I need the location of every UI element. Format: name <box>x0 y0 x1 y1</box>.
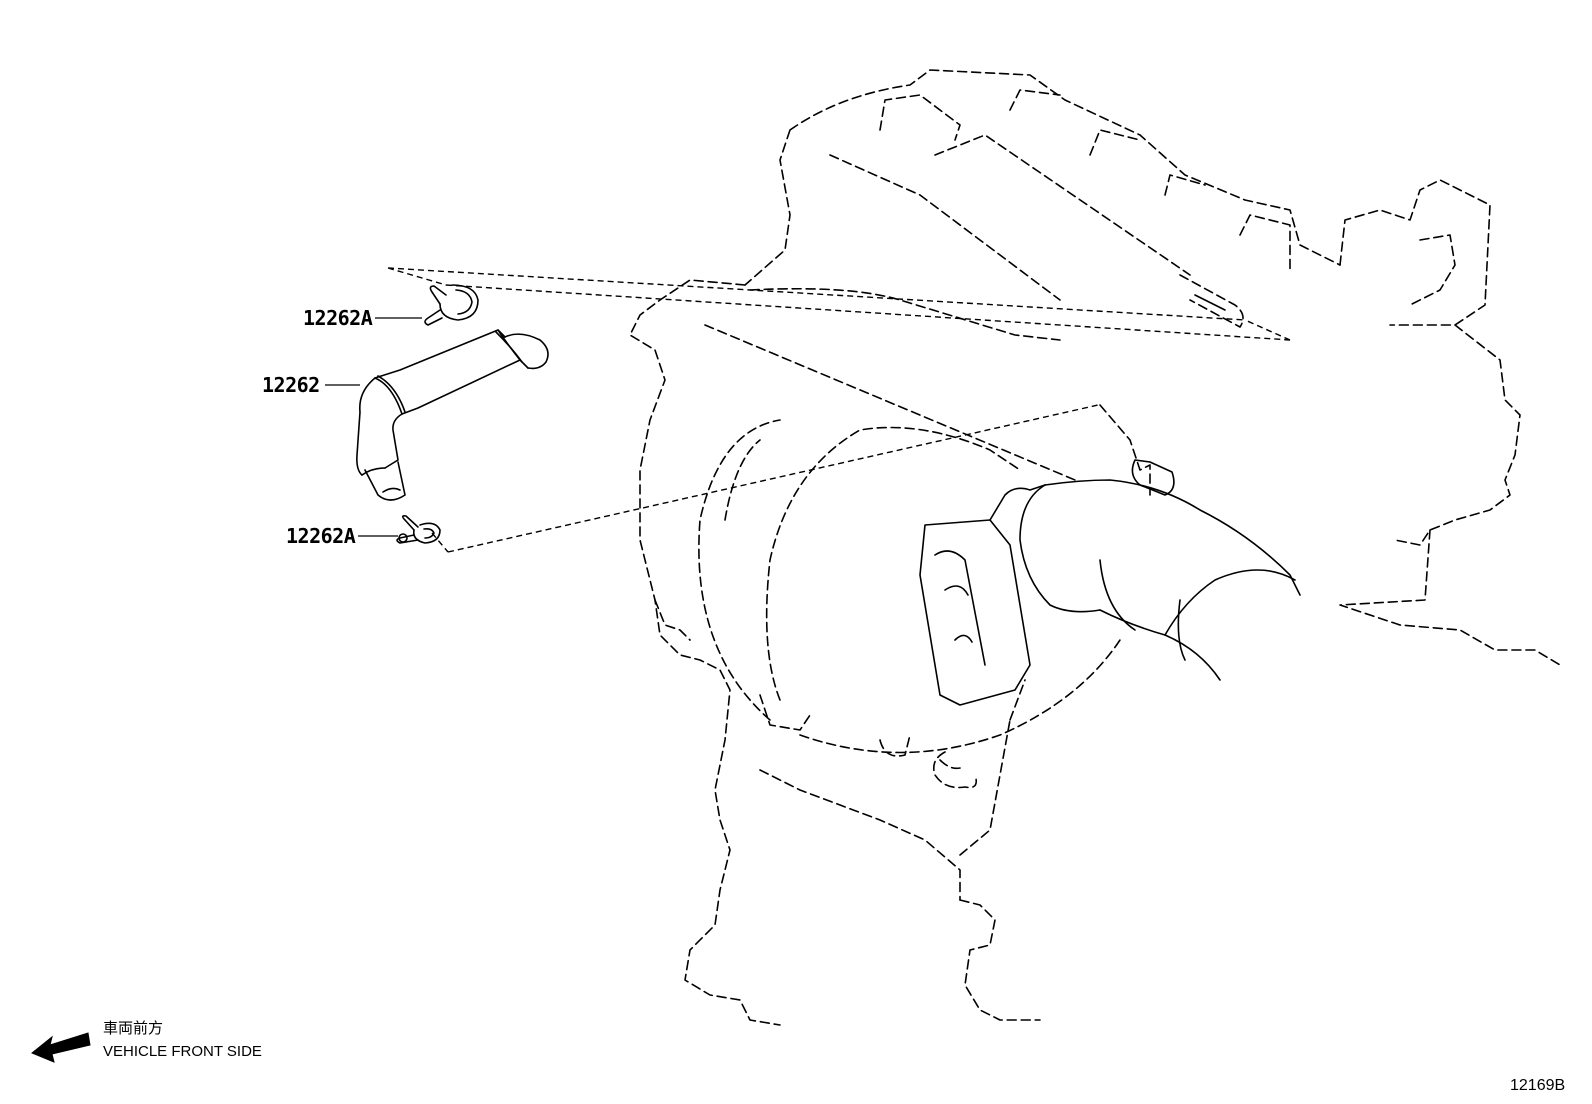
ventilation-hose <box>356 329 549 501</box>
callout-clip-bottom: 12262A <box>286 524 356 548</box>
callout-clip-top: 12262A <box>303 306 373 330</box>
orientation-japanese: 車両前方 <box>103 1020 163 1037</box>
orientation-english: VEHICLE FRONT SIDE <box>103 1043 262 1060</box>
hose-clip-top <box>424 284 479 326</box>
hose-clip-bottom <box>396 515 441 544</box>
figure-number: 12169B <box>1510 1077 1565 1094</box>
engine-outline <box>629 69 1561 1026</box>
water-inlet-housing <box>919 459 1301 706</box>
locator-lines <box>387 267 1291 553</box>
arrow-left-icon <box>31 1032 91 1063</box>
callout-hose: 12262 <box>262 373 320 397</box>
vehicle-front-indicator: 車両前方 VEHICLE FRONT SIDE <box>31 1020 262 1063</box>
